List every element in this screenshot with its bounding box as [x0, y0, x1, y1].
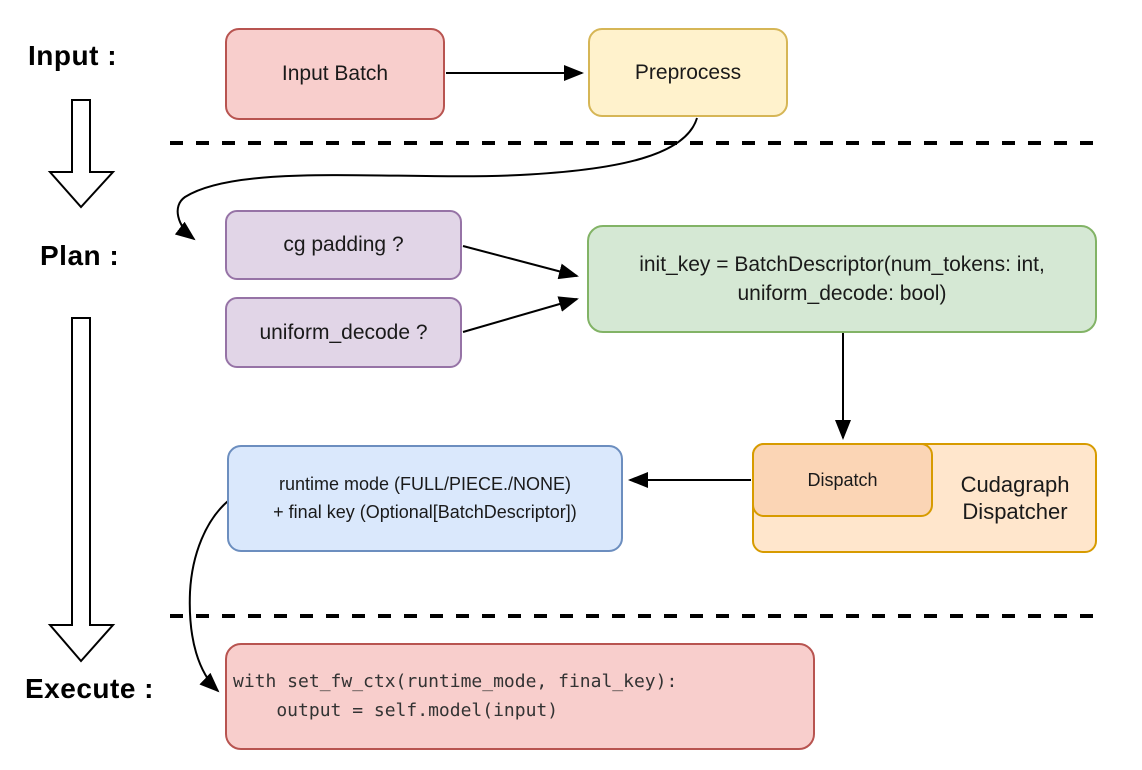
node-init-key: init_key = BatchDescriptor(num_tokens: i… [587, 225, 1097, 333]
node-uniform-decode: uniform_decode ? [225, 297, 462, 368]
node-preprocess: Preprocess [588, 28, 788, 117]
node-dispatch: Dispatch [752, 443, 933, 517]
cudagraph-dispatcher-label: Cudagraph Dispatcher [960, 471, 1070, 525]
stage-label-plan: Plan : [40, 240, 120, 271]
node-cg-padding: cg padding ? [225, 210, 462, 280]
node-runtime-result: runtime mode (FULL/PIECE./NONE) + final … [227, 445, 623, 552]
connector-preprocess-to-cg-padding [174, 117, 698, 241]
connector-uniform-decode-to-init-key [462, 296, 579, 333]
stage-arrow-plan-to-execute-icon [47, 317, 116, 663]
node-execute-code: with set_fw_ctx(runtime_mode, final_key)… [225, 643, 815, 750]
stage-arrow-input-to-plan-icon [47, 99, 116, 209]
stage-label-execute: Execute : [25, 673, 154, 704]
connector-runtime-result-to-execute-code [188, 500, 229, 693]
connector-cg-padding-to-init-key [462, 245, 579, 280]
node-input-batch: Input Batch [225, 28, 445, 120]
stage-label-input: Input : [28, 40, 118, 71]
